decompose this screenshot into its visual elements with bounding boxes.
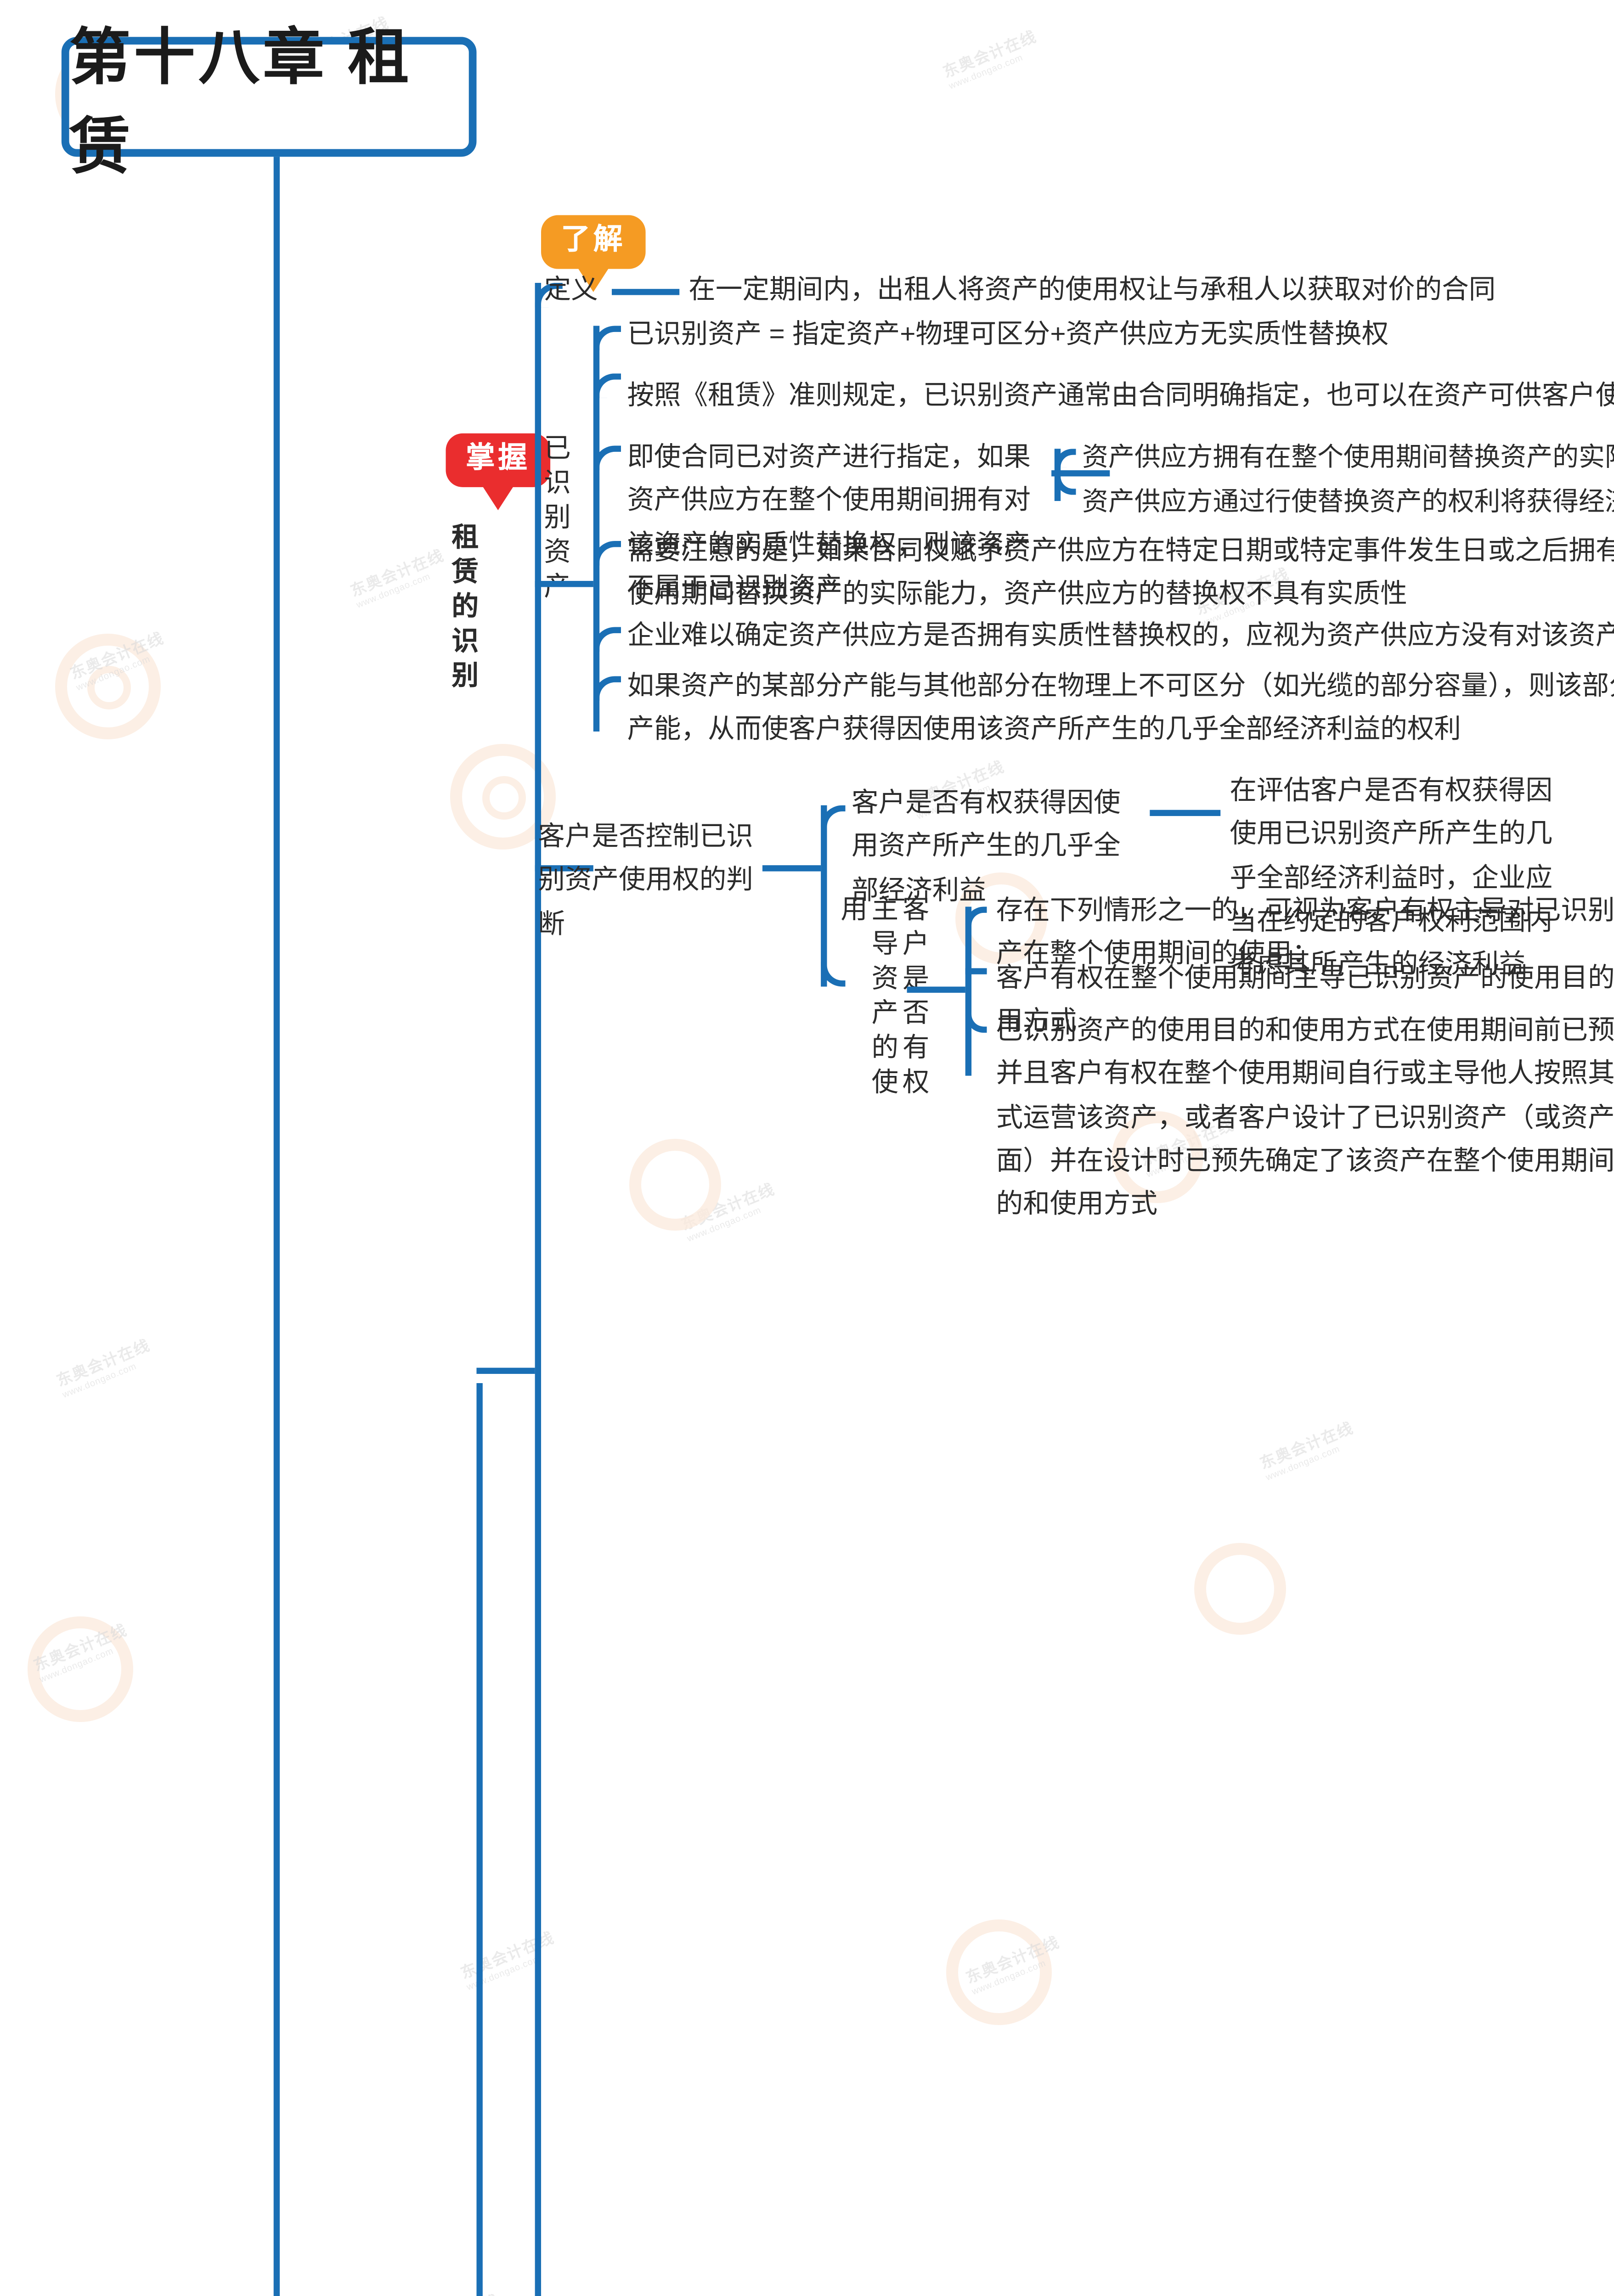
control-judgment-label[interactable]: 客户是否控制已识别资产使用权的判断 <box>538 821 753 939</box>
root-title: 第十八章 租赁 <box>69 24 412 181</box>
direct-use-item-2: 已识别资产的使用目的和使用方式在使用期间前已预先确定，并且客户有权在整个使用期间… <box>996 1014 1614 1220</box>
du-link-1 <box>965 968 987 974</box>
identified-asset-item-0: 已识别资产 = 指定资产+物理可区分+资产供应方无实质性替换权 <box>627 318 1389 349</box>
substitution-link <box>1051 470 1110 477</box>
control-link <box>762 865 821 872</box>
direct-use-item-0: 存在下列情形之一的，可视为客户有权主导对已识别资产在整个使用期间的使用： <box>996 894 1614 969</box>
identified-asset-item-2: 即使合同已对资产进行指定，如果资产供应方在整个使用期间拥有对该资产的实质性替换权… <box>627 441 1031 602</box>
identified-asset-trunk <box>593 326 600 732</box>
economic-benefits-detail: 在评估客户是否有权获得因使用已识别资产所产生的几乎全部经济利益时，企业应当在约定… <box>1230 774 1553 980</box>
recognition-trunk <box>535 282 542 2296</box>
overview-trunk <box>476 1383 483 2296</box>
substitution-right-0: 资产供应方拥有在整个使用期间替换资产的实际能力 <box>1082 442 1614 472</box>
badge-master-recognition[interactable]: 掌握 <box>446 433 551 487</box>
recognition-connector <box>476 1367 535 1374</box>
root-node[interactable]: 第十八章 租赁 <box>61 25 477 181</box>
control-trunk <box>821 805 827 987</box>
benefits-link <box>1150 810 1221 816</box>
direct-use-label: 客户是否有权主导资产的使用 <box>838 894 931 1102</box>
direct-use-trunk <box>965 906 972 1076</box>
control-connector <box>535 865 593 872</box>
definition-label[interactable]: 定义 <box>544 273 598 304</box>
definition-link <box>611 289 680 295</box>
root-trunk <box>273 157 280 2296</box>
badge-know-definition[interactable]: 了解 <box>541 215 646 269</box>
section-recognition-label[interactable]: 租赁的识别 <box>449 522 480 696</box>
identified-asset-connector <box>535 581 593 587</box>
identified-asset-item-5: 如果资产的某部分产能与其他部分在物理上不可区分（如光缆的部分容量），则该部分不属… <box>627 670 1614 744</box>
definition-text: 在一定期间内，出租人将资产的使用权让与承租人以获取对价的合同 <box>688 273 1496 304</box>
direct-use-item-1: 客户有权在整个使用期间主导已识别资产的使用目的和使用方式 <box>996 962 1614 1036</box>
identified-asset-item-3: 需要注意的是，如果合同仅赋予资产供应方在特定日期或特定事件发生日或之后拥有替换资… <box>627 535 1614 609</box>
substitution-right-1: 资产供应方通过行使替换资产的权利将获得经济利益 <box>1082 487 1614 517</box>
identified-asset-item-4: 企业难以确定资产供应方是否拥有实质性替换权的，应视为资产供应方没有对该资产的实质… <box>627 619 1614 650</box>
direct-use-link <box>907 986 965 993</box>
identified-asset-label[interactable]: 已识别资产 <box>541 433 572 607</box>
identified-asset-item-1: 按照《租赁》准则规定，已识别资产通常由合同明确指定，也可以在资产可供客户使用时隐… <box>627 379 1614 411</box>
